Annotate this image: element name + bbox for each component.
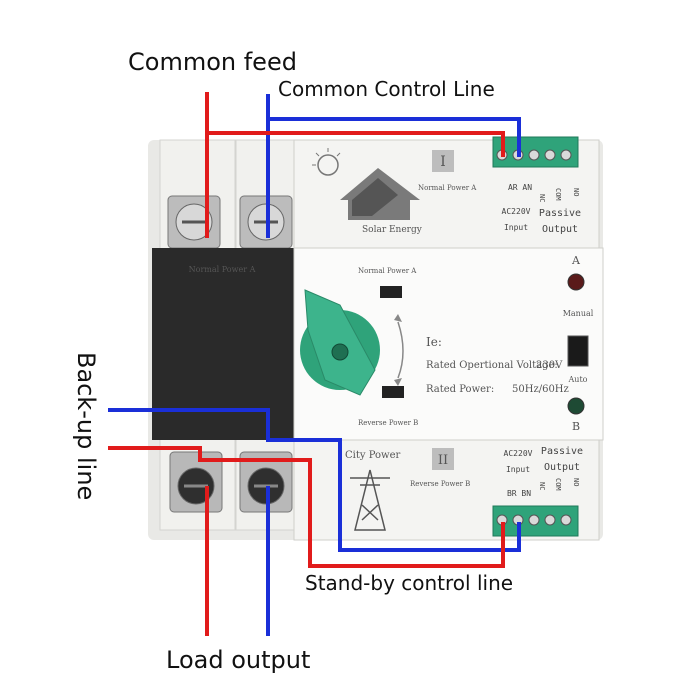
common-control-live-wire [207, 131, 505, 157]
rated-voltage-label: Rated Opertional Voltage: [426, 360, 558, 371]
wiring [108, 92, 521, 636]
terminal-no-b: NO [572, 478, 580, 486]
window-a-indicator [380, 286, 402, 298]
reverse-power-b-label: Reverse Power B [410, 480, 470, 488]
ie-label: Ie: [426, 335, 442, 349]
roman-numeral-badge [432, 448, 454, 470]
solar-energy-icon [312, 148, 420, 220]
manual-label: Manual [563, 309, 594, 318]
backup-live-wire [108, 446, 505, 568]
terminal-com: COM [554, 188, 562, 201]
middle-reverse-power-b: Reverse Power B [358, 419, 418, 427]
standby-control-line-label: Stand-by control line [305, 571, 513, 595]
common-control-neutral-wire [268, 117, 521, 157]
common-control-line-label: Common Control Line [278, 77, 495, 101]
output-label: Output [542, 224, 578, 235]
indicator-b-label: B [572, 420, 580, 433]
led-a-indicator [567, 273, 585, 291]
normal-power-a-label: Normal Power A [418, 184, 477, 192]
backup-neutral-wire [108, 408, 521, 552]
arrow-head-down-icon [394, 378, 402, 386]
input-label-b: Input [506, 465, 530, 474]
terminal-nc-b: NC [538, 482, 546, 490]
terminal-nc: NC [538, 194, 546, 202]
output-label-b: Output [544, 462, 580, 473]
roman-numeral-badge [432, 150, 454, 172]
solar-energy-caption: Solar Energy [362, 225, 423, 235]
input-voltage-b: AC220V [504, 449, 533, 458]
roman-numeral-i: I [440, 154, 446, 170]
passive-label: Passive [539, 208, 581, 219]
rotation-arrow-icon [397, 321, 404, 379]
terminal-com-b: COM [554, 478, 562, 491]
led-b-indicator [567, 397, 585, 415]
top-control-panel: Solar Energy I Normal Power A AR AN NC C… [293, 136, 600, 249]
handle-pivot-icon [331, 343, 349, 361]
rated-power-value: 50Hz/60Hz [512, 384, 569, 395]
backup-line-label: Back-up line [72, 352, 100, 500]
indicator-a-label: A [571, 254, 581, 267]
terminal-ar-an: AR AN [508, 183, 532, 192]
terminal-no: NO [572, 188, 580, 196]
load-output-label: Load output [166, 646, 310, 674]
roman-numeral-ii: II [438, 453, 448, 468]
front-strip-text: Normal Power A [189, 265, 256, 274]
window-b-indicator [382, 386, 404, 398]
middle-switch-panel: Normal Power A Reverse Power B Ie: Rated… [293, 247, 604, 441]
bottom-control-panel: City Power II Reverse Power B AC220V Inp… [293, 439, 600, 541]
rated-voltage-value: 230V [536, 360, 563, 371]
ats-device: Normal Power A Solar Energy [148, 136, 604, 541]
terminal-br-bn: BR BN [507, 489, 531, 498]
handle-lever[interactable] [304, 289, 376, 396]
manual-auto-switch[interactable] [567, 335, 589, 367]
rotary-handle[interactable] [300, 289, 380, 396]
common-feed-label: Common feed [128, 48, 297, 76]
passive-label-b: Passive [541, 446, 583, 457]
city-power-caption: City Power [345, 450, 401, 461]
input-voltage: AC220V [502, 207, 531, 216]
middle-normal-power-a: Normal Power A [358, 267, 417, 275]
arrow-head-up-icon [394, 314, 402, 322]
rated-power-label: Rated Power: [426, 384, 494, 395]
power-pylon-icon [350, 469, 390, 531]
auto-label: Auto [568, 375, 588, 384]
input-label: Input [504, 223, 528, 232]
